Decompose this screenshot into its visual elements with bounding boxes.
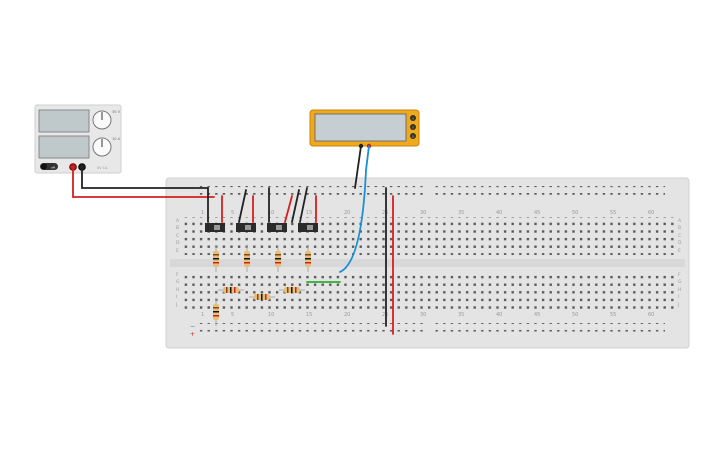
col-label-bottom: 5 xyxy=(231,312,234,318)
row-label: A xyxy=(176,218,180,224)
row-label: F xyxy=(678,272,681,278)
mode-v-icon: V xyxy=(412,125,415,129)
resistors[interactable] xyxy=(213,246,311,326)
col-label-bottom: 15 xyxy=(306,312,312,318)
supply-rating-label: 5V 1A xyxy=(97,166,108,170)
row-label: H xyxy=(678,287,681,293)
wire-black-jumper[interactable] xyxy=(238,189,247,223)
resistor[interactable] xyxy=(275,246,281,272)
resistor[interactable] xyxy=(218,287,244,293)
row-label: I xyxy=(678,294,679,300)
row-label: B xyxy=(176,225,179,231)
lower-terminal-strip[interactable] xyxy=(182,271,676,309)
wire-black-probe[interactable] xyxy=(354,145,362,189)
voltage-knob-label: 30 V xyxy=(112,110,121,114)
row-label: B xyxy=(678,225,681,231)
multimeter[interactable]: A V Ω xyxy=(309,109,420,149)
col-label-bottom: 1 xyxy=(201,312,204,318)
wire-red-supply[interactable] xyxy=(72,166,215,198)
current-knob-label: 10 A xyxy=(112,137,121,141)
slide-switches[interactable] xyxy=(205,223,318,232)
row-label: C xyxy=(176,233,179,239)
col-label-bottom: 10 xyxy=(268,312,274,318)
mode-ohm-icon: Ω xyxy=(412,134,415,138)
row-label: C xyxy=(678,233,681,239)
col-label-bottom: 40 xyxy=(496,312,502,318)
upper-terminal-strip[interactable] xyxy=(182,217,676,255)
col-label-top: 20 xyxy=(344,210,350,216)
col-label-top: 15 xyxy=(306,210,312,216)
row-label: D xyxy=(678,240,682,246)
top-power-rails[interactable] xyxy=(196,186,665,199)
row-label: J xyxy=(677,302,679,308)
col-label-top: 60 xyxy=(648,210,654,216)
col-label-bottom: 30 xyxy=(420,312,426,318)
rail-minus-label: − xyxy=(190,323,195,330)
col-label-bottom: 60 xyxy=(648,312,654,318)
col-label-top: 1 xyxy=(201,210,204,216)
row-label: I xyxy=(176,294,177,300)
row-label: J xyxy=(175,302,177,308)
slide-switch[interactable] xyxy=(205,223,225,232)
col-label-bottom: 20 xyxy=(344,312,350,318)
resistor[interactable] xyxy=(244,246,250,272)
row-label: A xyxy=(678,218,682,224)
wire-black-supply[interactable] xyxy=(81,166,209,189)
col-label-bottom: 45 xyxy=(534,312,540,318)
slide-switch[interactable] xyxy=(298,223,318,232)
col-label-top: 50 xyxy=(572,210,578,216)
resistor[interactable] xyxy=(213,298,219,326)
resistor[interactable] xyxy=(305,246,311,272)
col-label-top: 45 xyxy=(534,210,540,216)
breadboard[interactable]: 1 5 10 15 20 25 30 35 40 45 50 55 60 1 5… xyxy=(165,177,690,349)
mode-button-ohm[interactable] xyxy=(410,133,416,139)
row-label: H xyxy=(176,287,179,293)
power-supply[interactable]: 30 V 10 A off 5V 1A xyxy=(34,104,122,174)
wire-black-jumper[interactable] xyxy=(291,189,300,223)
multimeter-display xyxy=(314,113,407,142)
col-label-bottom: 50 xyxy=(572,312,578,318)
col-label-top: 30 xyxy=(420,210,426,216)
center-channel xyxy=(170,259,685,267)
col-label-top: 35 xyxy=(458,210,464,216)
slide-switch[interactable] xyxy=(267,223,287,232)
row-label: G xyxy=(678,279,682,285)
current-display xyxy=(38,135,90,159)
row-label: E xyxy=(678,248,681,254)
mode-a-icon: A xyxy=(412,116,415,120)
wire-black-jumper[interactable] xyxy=(299,187,308,223)
mode-button-a[interactable] xyxy=(410,115,416,121)
resistor[interactable] xyxy=(213,246,219,272)
col-label-top: 55 xyxy=(610,210,616,216)
resistor[interactable] xyxy=(279,287,305,293)
wire-red-jumper[interactable] xyxy=(284,195,293,223)
row-label: D xyxy=(176,240,180,246)
row-label: E xyxy=(176,248,179,254)
col-label-top: 5 xyxy=(231,210,234,216)
bottom-power-rails[interactable] xyxy=(196,323,665,336)
col-label-bottom: 35 xyxy=(458,312,464,318)
mode-button-v[interactable] xyxy=(410,124,416,130)
col-label-bottom: 55 xyxy=(610,312,616,318)
row-label: F xyxy=(176,272,179,278)
wire-blue-probe[interactable] xyxy=(339,145,370,273)
rail-plus-label: + xyxy=(190,331,195,338)
row-label: G xyxy=(176,279,180,285)
slide-switch[interactable] xyxy=(236,223,256,232)
power-switch-label: off xyxy=(51,166,56,170)
voltage-display xyxy=(38,109,90,133)
col-label-top: 40 xyxy=(496,210,502,216)
resistor[interactable] xyxy=(249,294,275,300)
col-label-top: 10 xyxy=(268,210,274,216)
